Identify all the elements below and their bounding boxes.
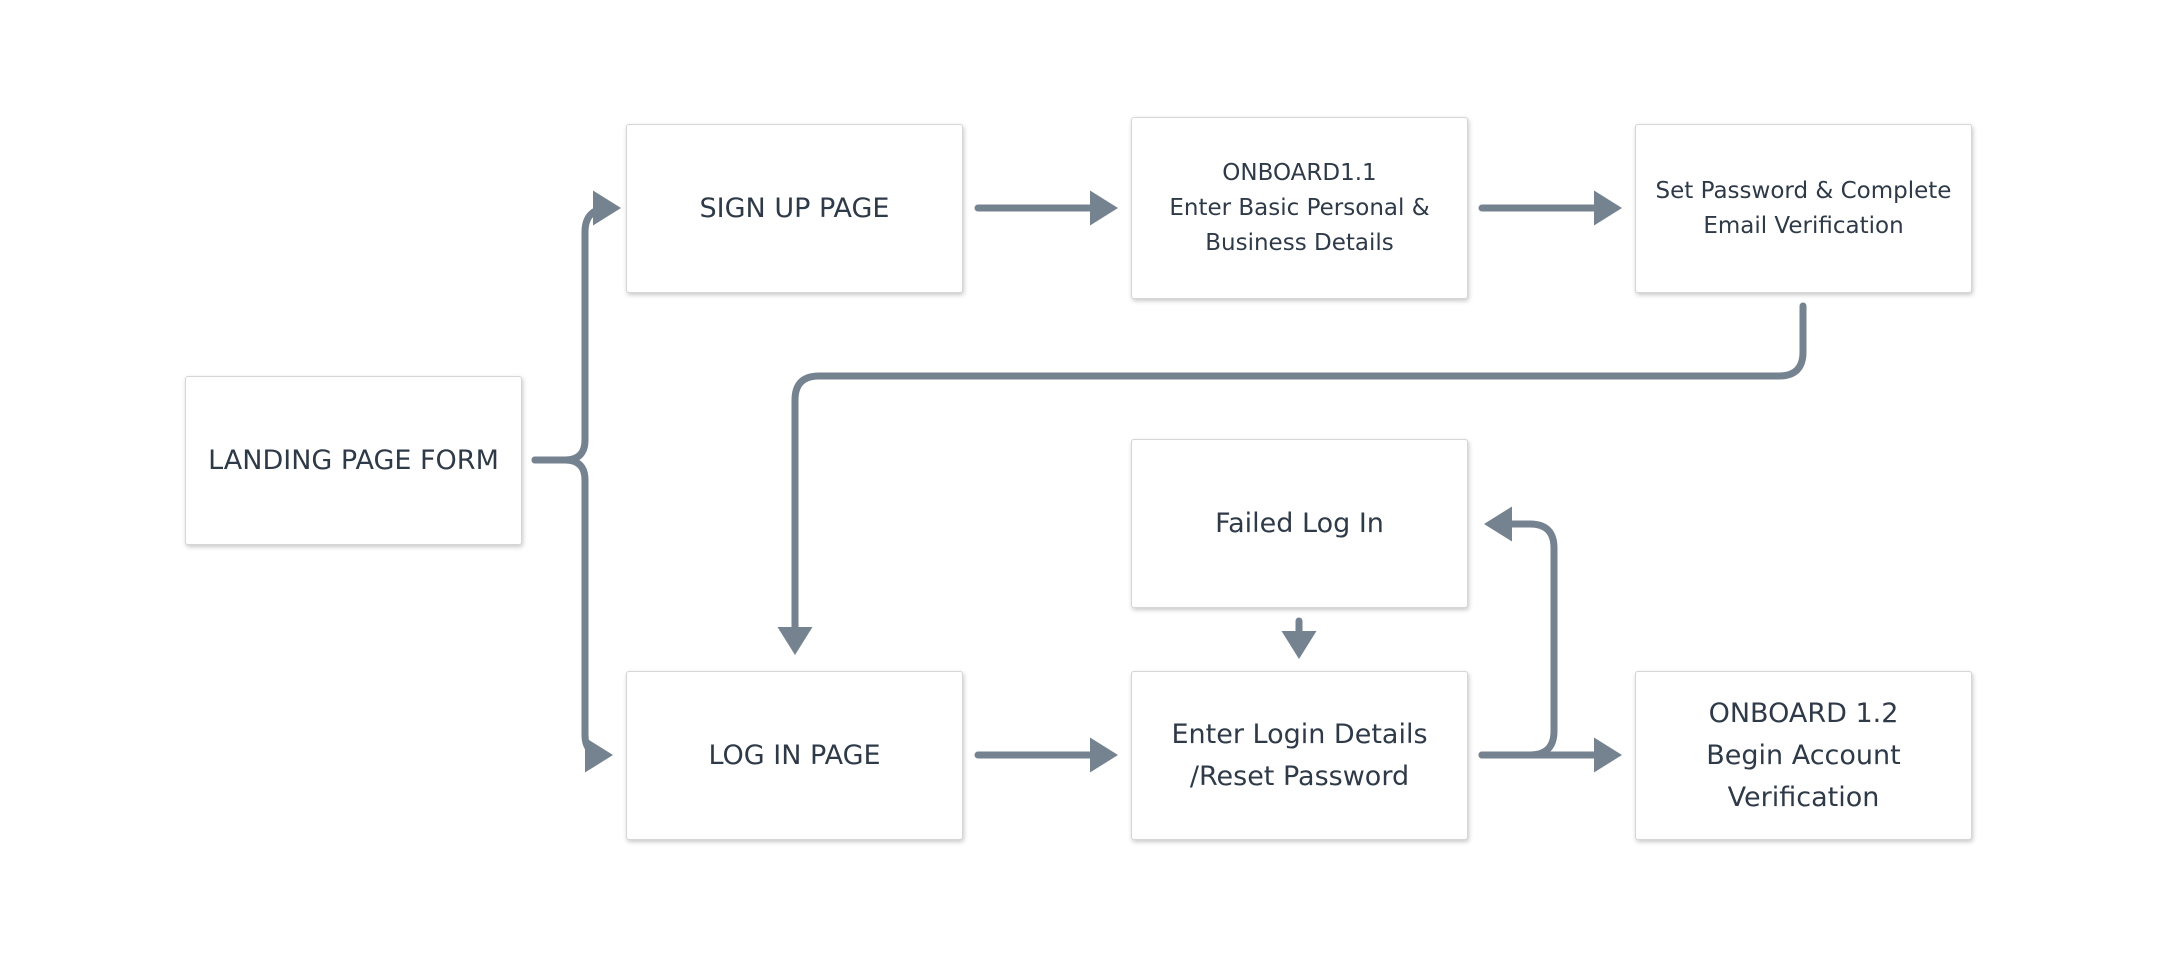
node-onboard-1-1: ONBOARD1.1 Enter Basic Personal & Busine… xyxy=(1131,117,1468,299)
edge-landing-to-login xyxy=(531,456,613,773)
node-label: SIGN UP PAGE xyxy=(699,192,890,224)
node-label: Set Password & Complete Email Verificati… xyxy=(1655,177,1952,239)
edge-setpw-to-login xyxy=(777,302,1807,655)
node-label: LANDING PAGE FORM xyxy=(208,444,499,476)
node-label: Failed Log In xyxy=(1215,507,1384,539)
node-enter-login-details: Enter Login Details /Reset Password xyxy=(1131,671,1468,840)
node-landing-page-form: LANDING PAGE FORM xyxy=(185,376,522,545)
node-log-in-page: LOG IN PAGE xyxy=(626,671,963,840)
node-label: LOG IN PAGE xyxy=(708,739,881,771)
node-label: Enter Login Details /Reset Password xyxy=(1171,718,1428,792)
node-label: ONBOARD 1.2 Begin Account Verification xyxy=(1706,697,1901,813)
node-label: ONBOARD1.1 Enter Basic Personal & Busine… xyxy=(1169,159,1430,256)
node-onboard-1-2: ONBOARD 1.2 Begin Account Verification xyxy=(1635,671,1972,840)
edge-enter-to-failed xyxy=(1478,506,1558,759)
node-set-password: Set Password & Complete Email Verificati… xyxy=(1635,124,1972,293)
node-sign-up-page: SIGN UP PAGE xyxy=(626,124,963,293)
node-failed-log-in: Failed Log In xyxy=(1131,439,1468,608)
edge-landing-to-signup xyxy=(531,190,621,464)
